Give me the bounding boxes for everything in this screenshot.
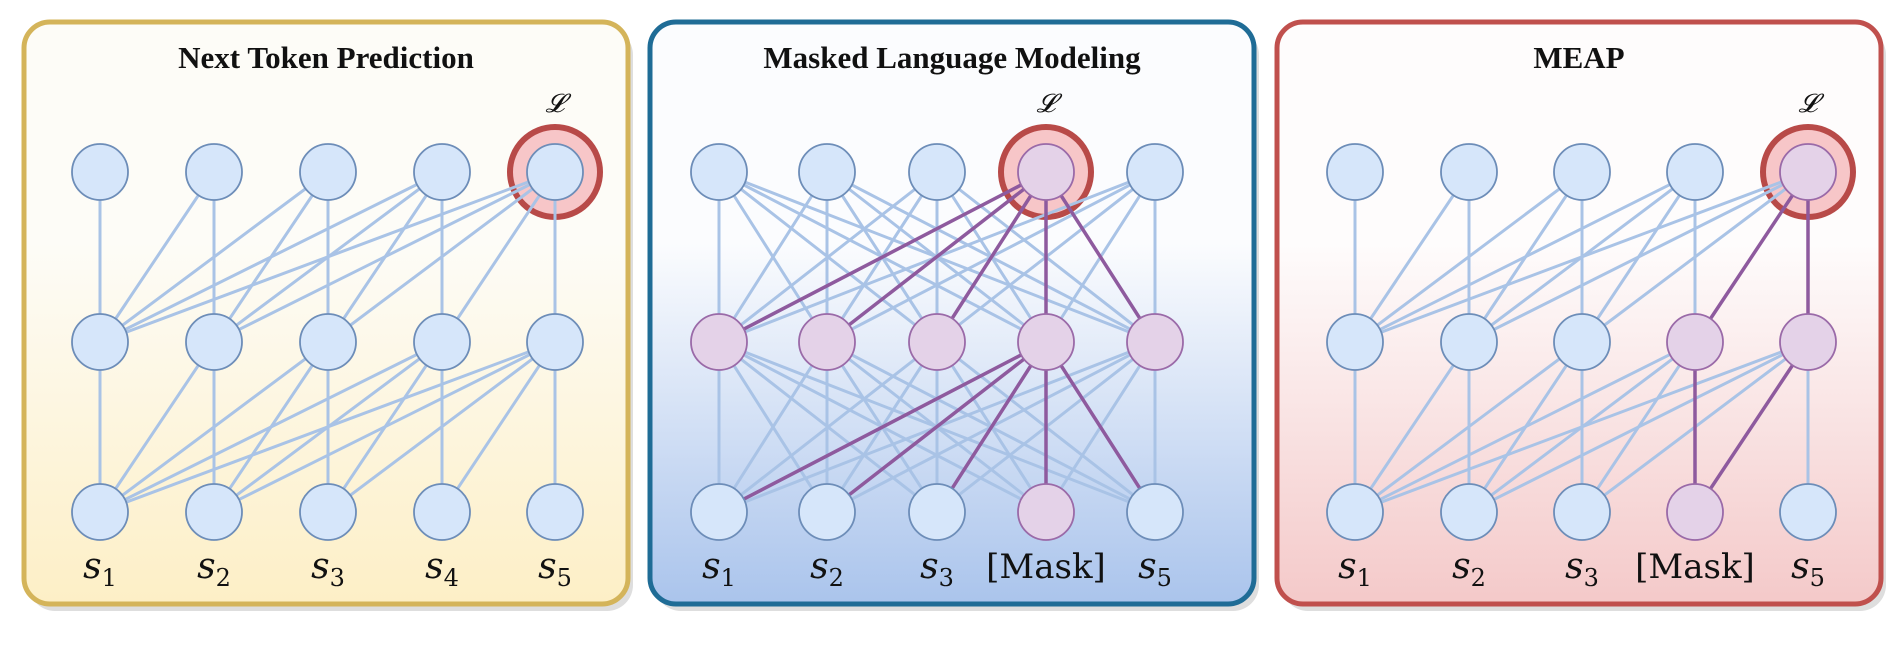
attention-edge (98, 340, 444, 514)
token-node (908, 483, 966, 541)
token-node (1326, 313, 1384, 371)
attention-edge (717, 170, 939, 344)
attention-edge (1353, 170, 1810, 344)
token-node (798, 143, 856, 201)
attention-edge-highlight (717, 170, 1048, 344)
token-node (1440, 313, 1498, 371)
token-node (413, 483, 471, 541)
attention-edge (98, 340, 557, 514)
token-label: s5 (1791, 546, 1825, 592)
token-node (690, 143, 748, 201)
token-node (526, 313, 584, 371)
attention-edge (1353, 340, 1810, 514)
token-node (1553, 313, 1611, 371)
token-label: s3 (920, 546, 954, 592)
token-node (690, 483, 748, 541)
attention-edge-highlight (935, 340, 1048, 514)
attention-edge (98, 170, 444, 344)
token-node (526, 483, 584, 541)
attention-edge (1353, 170, 1471, 344)
token-label: s5 (538, 546, 572, 592)
token-node (908, 313, 966, 371)
token-node (1666, 483, 1724, 541)
token-node (1779, 483, 1837, 541)
attention-edge (98, 170, 330, 344)
attention-edge (1353, 170, 1697, 344)
token-node (1440, 483, 1498, 541)
token-node (299, 143, 357, 201)
attention-edge (717, 340, 829, 514)
attention-edge (717, 340, 939, 514)
attention-edge (1580, 170, 1810, 344)
token-node (690, 313, 748, 371)
panel-title: Masked Language Modeling (763, 40, 1141, 75)
attention-edge (98, 340, 216, 514)
token-node (71, 313, 129, 371)
attention-edge (98, 340, 330, 514)
attention-edge (1353, 170, 1584, 344)
attention-edge (1467, 340, 1810, 514)
attention-edge-highlight (1044, 340, 1157, 514)
token-node (1017, 483, 1075, 541)
token-node (1126, 483, 1184, 541)
token-label: [Mask] (986, 547, 1106, 587)
attention-edge (1353, 340, 1471, 514)
attention-edge (98, 170, 557, 344)
token-node (299, 313, 357, 371)
token-node (185, 143, 243, 201)
token-node (71, 483, 129, 541)
token-node (1326, 143, 1384, 201)
attention-edge-highlight (1693, 170, 1810, 344)
token-node (1017, 143, 1075, 201)
attention-edge (1353, 340, 1697, 514)
attention-edge (440, 340, 557, 514)
attention-edge (326, 340, 557, 514)
attention-edge (212, 340, 557, 514)
attention-edge-highlight (717, 340, 1048, 514)
token-node (1779, 313, 1837, 371)
attention-edge (1353, 340, 1584, 514)
token-label: [Mask] (1635, 547, 1755, 587)
token-node (526, 143, 584, 201)
token-node (1553, 483, 1611, 541)
token-node (185, 483, 243, 541)
token-node (185, 313, 243, 371)
attention-edge-highlight (825, 170, 1048, 344)
token-node (798, 313, 856, 371)
token-node (798, 483, 856, 541)
token-node (299, 483, 357, 541)
attention-edge-highlight (825, 340, 1048, 514)
token-node (1666, 313, 1724, 371)
token-node (1126, 313, 1184, 371)
token-node (1017, 313, 1075, 371)
token-node (413, 313, 471, 371)
attention-edge-highlight (935, 170, 1048, 344)
token-node (1553, 143, 1611, 201)
attention-edge (440, 170, 557, 344)
attention-edge-highlight (1693, 340, 1810, 514)
edges (717, 170, 1157, 514)
token-node (908, 143, 966, 201)
attention-edge (326, 170, 557, 344)
attention-edge-highlight (1044, 170, 1157, 344)
token-node (413, 143, 471, 201)
attention-edge (98, 170, 216, 344)
attention-edge (212, 170, 557, 344)
panel-title: MEAP (1533, 40, 1624, 75)
token-node (1440, 143, 1498, 201)
attention-edge (717, 170, 829, 344)
token-node (1326, 483, 1384, 541)
token-node (1779, 143, 1837, 201)
attention-edge (1467, 170, 1810, 344)
token-node (71, 143, 129, 201)
panel-title: Next Token Prediction (178, 40, 474, 75)
token-node (1666, 143, 1724, 201)
token-node (1126, 143, 1184, 201)
